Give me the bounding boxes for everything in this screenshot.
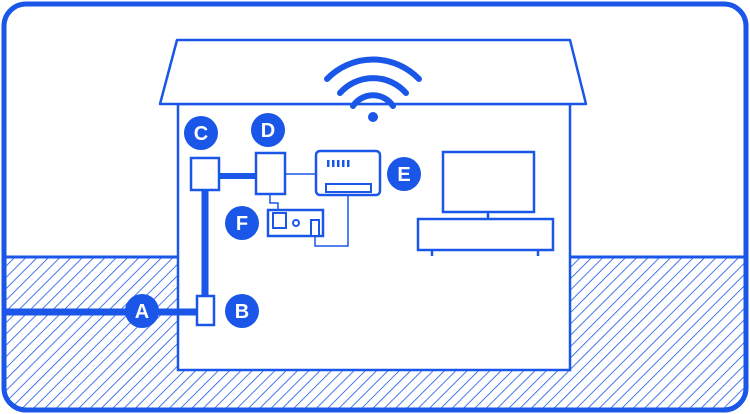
house-roof — [158, 38, 588, 106]
splitter-f — [266, 194, 349, 247]
label-c: C — [184, 116, 218, 150]
label-e: E — [387, 157, 421, 191]
label-f-text: F — [236, 213, 248, 235]
label-b: B — [225, 294, 259, 328]
label-b-text: B — [235, 301, 249, 323]
label-a-text: A — [135, 301, 149, 323]
wall-box-c — [189, 156, 221, 192]
router-icon — [314, 149, 382, 197]
tv-icon — [416, 150, 555, 256]
label-e-text: E — [397, 164, 410, 186]
entry-box-b — [195, 294, 216, 327]
label-d-text: D — [261, 120, 275, 142]
device-d — [254, 151, 287, 196]
label-c-text: C — [194, 123, 208, 145]
label-a: A — [125, 294, 159, 328]
wifi-icon — [324, 56, 422, 122]
label-f: F — [225, 206, 259, 240]
label-d: D — [251, 113, 285, 147]
